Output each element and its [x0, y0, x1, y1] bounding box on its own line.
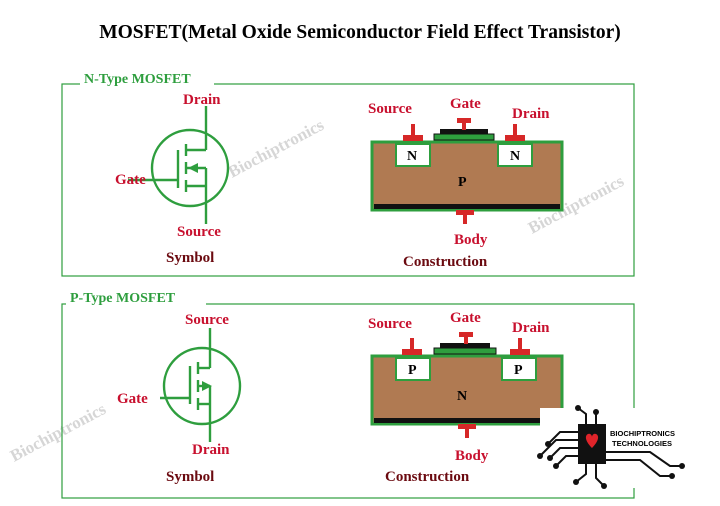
n-type-symbol	[128, 106, 230, 224]
n-const-source-label: Source	[368, 101, 412, 117]
logo-line1: BIOCHIPTRONICS	[610, 429, 675, 438]
p-const-body-label: Body	[455, 448, 489, 464]
p-type-heading: P-Type MOSFET	[70, 291, 176, 306]
page-title: MOSFET(Metal Oxide Semiconductor Field E…	[99, 22, 621, 43]
watermark: Biochiptronics	[7, 399, 109, 465]
n-const-body-label: Body	[454, 232, 488, 248]
n-const-right-well: N	[510, 149, 520, 164]
n-symbol-gate-label: Gate	[115, 172, 146, 188]
p-symbol-drain-label: Drain	[192, 442, 230, 458]
p-const-gate-label: Gate	[450, 310, 481, 326]
heading-background	[80, 68, 214, 88]
p-symbol-source-label: Source	[185, 312, 229, 328]
n-const-gate-label: Gate	[450, 96, 481, 112]
heading-background	[66, 288, 206, 308]
n-type-heading: N-Type MOSFET	[84, 72, 191, 87]
p-const-right-well: P	[514, 363, 523, 378]
watermark: Biochiptronics	[225, 115, 327, 181]
p-type-construction	[370, 332, 564, 438]
p-symbol-caption: Symbol	[166, 469, 214, 485]
p-type-panel: P-Type MOSFET Source Gate Drain Symbol	[61, 288, 635, 499]
p-const-source-label: Source	[368, 316, 412, 332]
n-const-substrate: P	[458, 175, 467, 190]
n-const-drain-label: Drain	[512, 106, 550, 122]
circuit-traces	[539, 407, 682, 487]
p-const-caption: Construction	[385, 469, 470, 485]
biochiptronics-logo: BIOCHIPTRONICS TECHNOLOGIES	[537, 405, 690, 489]
n-type-border	[61, 83, 635, 277]
p-symbol-gate-label: Gate	[117, 391, 148, 407]
n-symbol-source-label: Source	[177, 224, 221, 240]
n-symbol-caption: Symbol	[166, 250, 214, 266]
n-symbol-drain-label: Drain	[183, 92, 221, 108]
n-const-left-well: N	[407, 149, 417, 164]
n-type-construction	[370, 118, 564, 224]
p-type-symbol	[160, 328, 242, 442]
circuit-pads	[537, 405, 685, 489]
logo-line2: TECHNOLOGIES	[612, 439, 672, 448]
p-type-border	[61, 303, 635, 499]
p-const-substrate: N	[457, 389, 467, 404]
heart-icon	[585, 433, 599, 448]
p-const-left-well: P	[408, 363, 417, 378]
n-type-panel: N-Type MOSFET Drain Gate Source Symbol	[61, 68, 635, 277]
n-const-caption: Construction	[403, 254, 488, 270]
p-const-drain-label: Drain	[512, 320, 550, 336]
